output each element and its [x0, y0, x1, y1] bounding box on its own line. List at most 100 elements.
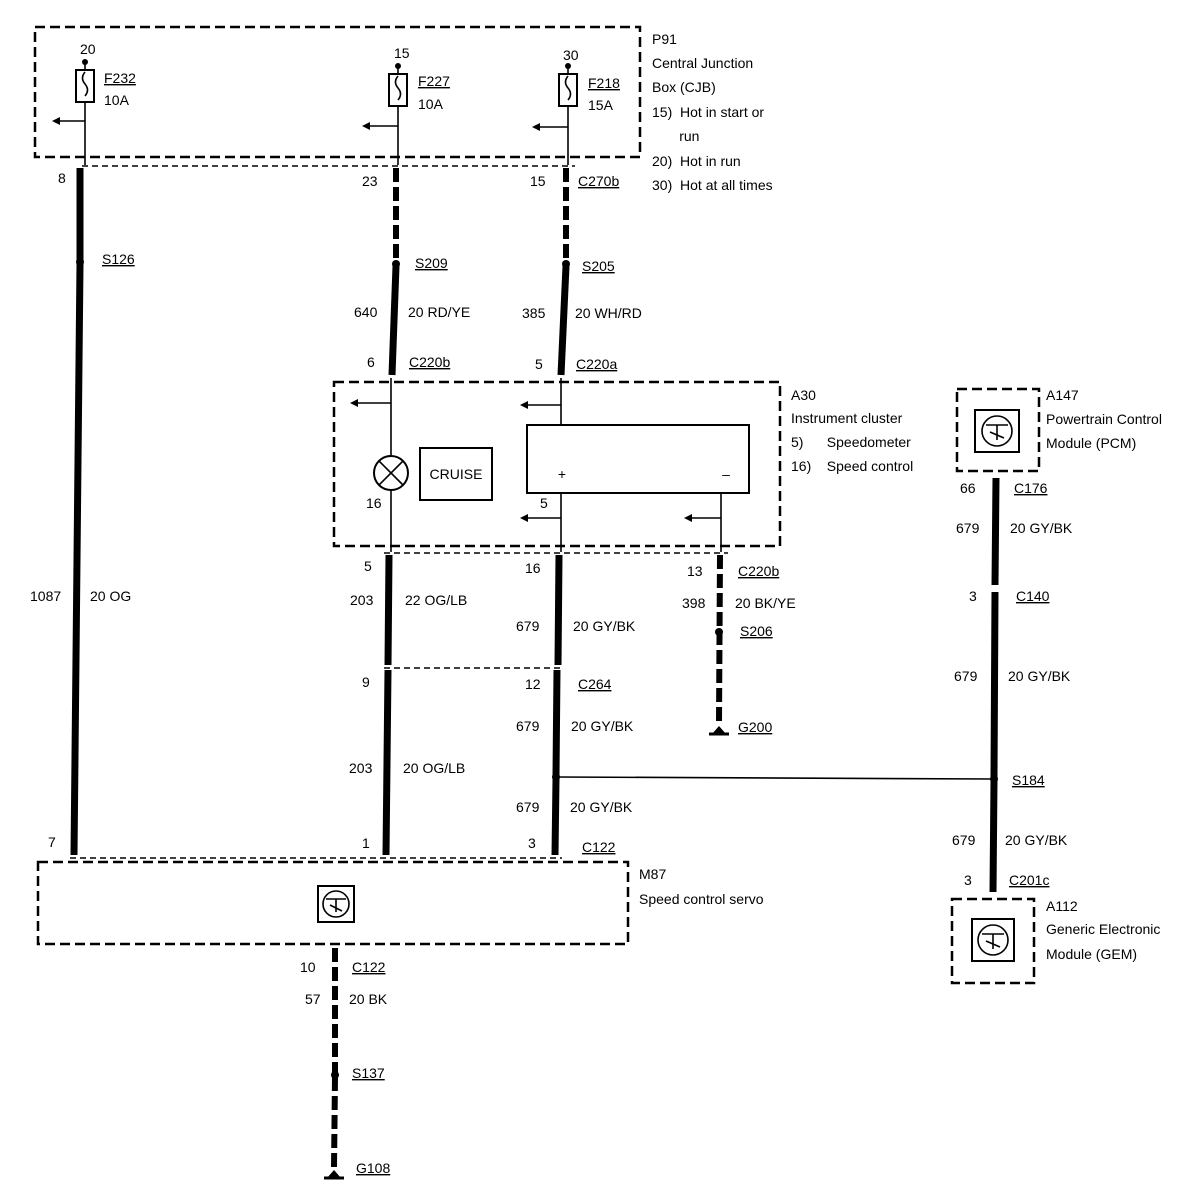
circuit-385-spec: 20 WH/RD: [575, 305, 642, 321]
circuit-679-gem-num: 679: [952, 832, 976, 848]
pin-5b: 5: [540, 495, 548, 511]
fuse-f232: [52, 59, 95, 165]
circuit-679-servo-num: 679: [516, 799, 540, 815]
gem-line-2: Module (GEM): [1046, 946, 1137, 962]
fuse-f227: [362, 63, 408, 165]
pin-7: 7: [48, 834, 56, 850]
wire-385-lower: [557, 265, 570, 376]
splice-s205: S205: [582, 258, 615, 274]
pin-5c: 5: [364, 558, 372, 574]
fuse-f218: [532, 63, 578, 165]
circuit-1087-num: 1087: [30, 588, 61, 604]
fuse-f232-pin: 20: [80, 41, 96, 57]
fuse-f218-pin: 30: [563, 47, 579, 63]
cluster-note-1: 5) Speedometer: [791, 434, 911, 450]
gem-box: [950, 897, 1036, 985]
circuit-398-spec: 20 BK/YE: [735, 595, 796, 611]
wire-679-c140: [990, 591, 999, 778]
wire-679-gem: [989, 780, 998, 893]
circuit-679-c140-spec: 20 GY/BK: [1008, 668, 1071, 684]
ground-g108: G108: [356, 1160, 390, 1176]
wire-203-upper: [384, 554, 393, 666]
pin-3b: 3: [969, 588, 977, 604]
pin-66: 66: [960, 480, 976, 496]
circuit-640-num: 640: [354, 304, 378, 320]
pcm-box: [955, 387, 1041, 473]
connector-c220b-bottom: C220b: [738, 563, 779, 579]
circuit-679-c140-num: 679: [954, 668, 978, 684]
cluster-note-2: 16) Speed control: [791, 458, 913, 474]
cjb-note-1: 15) Hot in start or: [652, 104, 764, 120]
circuit-203-lower-spec: 20 OG/LB: [403, 760, 465, 776]
circuit-679-pcm-spec: 20 GY/BK: [1010, 520, 1073, 536]
speedo-plus: +: [558, 466, 566, 482]
circuit-679-pcm-num: 679: [956, 520, 980, 536]
gem-module-icon: [971, 918, 1015, 962]
wire-1087-lower: [70, 263, 84, 856]
connector-c264: C264: [578, 676, 612, 692]
pcm-line-1: Powertrain Control: [1046, 411, 1162, 427]
circuit-203-lower-num: 203: [349, 760, 373, 776]
pin-13: 13: [687, 563, 703, 579]
wire-679-cross-link: [555, 776, 994, 780]
fuse-f232-name: F232: [104, 70, 136, 86]
connector-c201c: C201c: [1009, 872, 1049, 888]
splice-s137: S137: [352, 1065, 385, 1081]
gem-line-1: Generic Electronic: [1046, 921, 1160, 937]
connector-c140: C140: [1016, 588, 1050, 604]
pcm-module-icon: [974, 409, 1020, 453]
cjb-note-4: 30) Hot at all times: [652, 177, 773, 193]
servo-module-icon: [317, 885, 355, 923]
circuit-203-upper-num: 203: [350, 592, 374, 608]
wire-640-lower: [388, 265, 400, 376]
splice-s206: S206: [740, 623, 773, 639]
circuit-679-mid-spec: 20 GY/BK: [571, 718, 634, 734]
connector-c270b: C270b: [578, 173, 619, 189]
cruise-label: CRUISE: [430, 466, 483, 482]
circuit-679-cluster-num: 679: [516, 618, 540, 634]
wire-679-cluster: [554, 554, 563, 666]
fuse-f218-name: F218: [588, 75, 620, 91]
circuit-57-spec: 20 BK: [349, 991, 388, 1007]
pin-8: 8: [58, 170, 66, 186]
speedometer-box: [526, 424, 750, 494]
ground-g200: G200: [738, 719, 772, 735]
fuse-f227-pin: 15: [394, 45, 410, 61]
servo-id: M87: [639, 866, 666, 882]
pin-16b: 16: [525, 560, 541, 576]
pin-3c: 3: [964, 872, 972, 888]
gem-id: A112: [1046, 898, 1078, 914]
pcm-line-2: Module (PCM): [1046, 435, 1136, 451]
pin-5a: 5: [535, 356, 543, 372]
pin-12: 12: [525, 676, 541, 692]
cluster-id: A30: [791, 387, 816, 403]
connector-c122-top: C122: [582, 839, 616, 855]
pin-16a: 16: [366, 495, 382, 511]
cjb-note-2: run: [652, 128, 699, 144]
fuse-f227-rating: 10A: [418, 96, 444, 112]
circuit-679-gem-spec: 20 GY/BK: [1005, 832, 1068, 848]
circuit-203-upper-spec: 22 OG/LB: [405, 592, 467, 608]
pin-6: 6: [367, 354, 375, 370]
splice-s206-dot: [715, 628, 723, 636]
speed-servo-box: [36, 860, 630, 946]
fuse-f232-rating: 10A: [104, 92, 130, 108]
circuit-57-num: 57: [305, 991, 321, 1007]
cluster-line-1: Instrument cluster: [791, 410, 903, 426]
wire-679-servo: [551, 778, 560, 856]
circuit-640-spec: 20 RD/YE: [408, 304, 470, 320]
connector-c176: C176: [1014, 480, 1048, 496]
cjb-line-2: Box (CJB): [652, 79, 716, 95]
circuit-385-num: 385: [522, 305, 546, 321]
pin-9: 9: [362, 674, 370, 690]
pin-1: 1: [362, 835, 370, 851]
pin-23: 23: [362, 173, 378, 189]
circuit-679-servo-spec: 20 GY/BK: [570, 799, 633, 815]
wire-679-mid: [552, 669, 561, 776]
cruise-indicator-box: [419, 447, 493, 501]
pin-15: 15: [530, 173, 546, 189]
cjb-line-1: Central Junction: [652, 55, 753, 71]
instrument-cluster-box: [332, 380, 782, 548]
circuit-679-cluster-spec: 20 GY/BK: [573, 618, 636, 634]
